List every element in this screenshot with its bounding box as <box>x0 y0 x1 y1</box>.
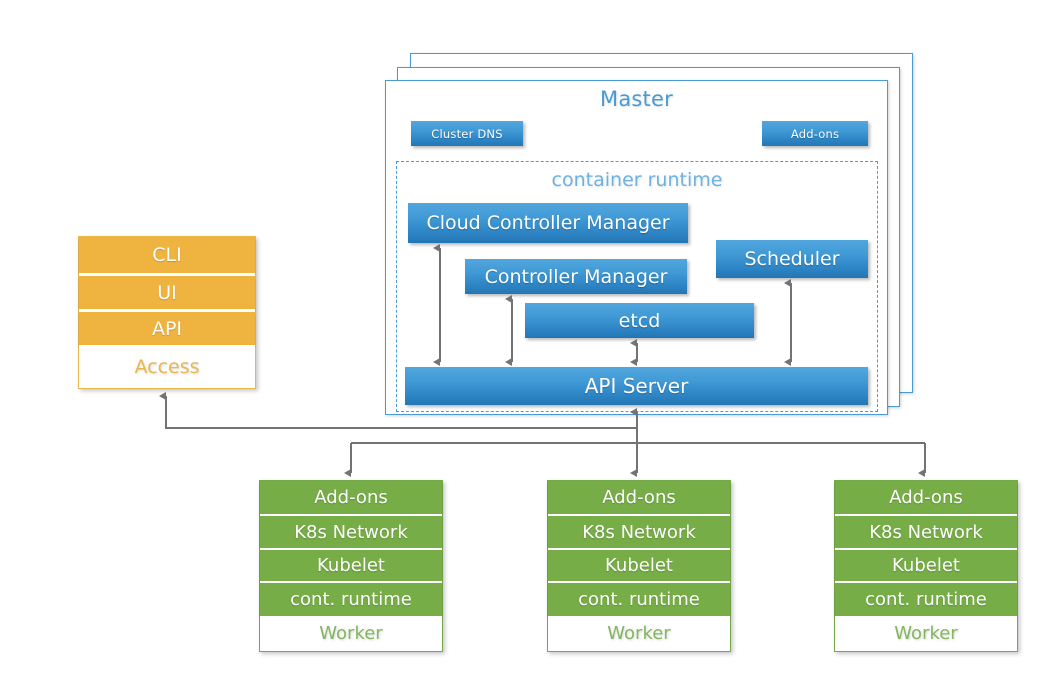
worker-row-network[interactable]: K8s Network <box>548 516 730 548</box>
worker-node-1[interactable]: Add-ons K8s Network Kubelet cont. runtim… <box>259 480 443 652</box>
api-server-box[interactable]: API Server <box>405 367 868 405</box>
worker-row-runtime[interactable]: cont. runtime <box>548 583 730 616</box>
cluster-dns-box[interactable]: Cluster DNS <box>411 121 523 146</box>
worker-footer-label: Worker <box>548 616 730 651</box>
etcd-box[interactable]: etcd <box>525 303 754 338</box>
worker-row-runtime[interactable]: cont. runtime <box>835 583 1017 616</box>
container-runtime-box <box>396 161 878 412</box>
worker-row-kubelet[interactable]: Kubelet <box>260 550 442 581</box>
arrow-apiserver-workers <box>344 442 926 477</box>
access-row-cli[interactable]: CLI <box>79 237 255 273</box>
worker-row-kubelet[interactable]: Kubelet <box>548 550 730 581</box>
access-row-ui[interactable]: UI <box>79 276 255 309</box>
scheduler-box[interactable]: Scheduler <box>716 240 868 278</box>
access-row-api[interactable]: API <box>79 312 255 345</box>
worker-row-network[interactable]: K8s Network <box>835 516 1017 548</box>
worker-row-addons[interactable]: Add-ons <box>548 481 730 514</box>
master-title: Master <box>600 87 673 111</box>
controller-manager-box[interactable]: Controller Manager <box>465 259 687 294</box>
access-footer-label: Access <box>79 345 255 388</box>
worker-footer-label: Worker <box>260 616 442 651</box>
worker-row-runtime[interactable]: cont. runtime <box>260 583 442 616</box>
addons-box[interactable]: Add-ons <box>762 121 868 146</box>
cloud-controller-manager-box[interactable]: Cloud Controller Manager <box>408 203 688 243</box>
worker-node-3[interactable]: Add-ons K8s Network Kubelet cont. runtim… <box>834 480 1018 652</box>
access-panel[interactable]: CLI UI API Access <box>78 236 256 389</box>
worker-footer-label: Worker <box>835 616 1017 651</box>
worker-row-addons[interactable]: Add-ons <box>260 481 442 514</box>
container-runtime-title: container runtime <box>551 169 723 191</box>
worker-node-2[interactable]: Add-ons K8s Network Kubelet cont. runtim… <box>547 480 731 652</box>
worker-row-kubelet[interactable]: Kubelet <box>835 550 1017 581</box>
worker-row-network[interactable]: K8s Network <box>260 516 442 548</box>
worker-row-addons[interactable]: Add-ons <box>835 481 1017 514</box>
